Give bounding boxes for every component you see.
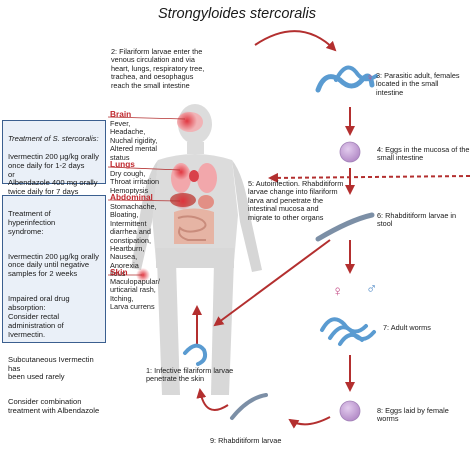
worm-illustrations [183, 65, 378, 420]
egg-laid [339, 400, 361, 422]
organs [136, 111, 217, 282]
abdominal-symptoms: Stomachache, Bloating, Intermittent diar… [110, 202, 157, 279]
heart [189, 170, 199, 182]
brain-symptoms: Fever, Headache, Nuchal rigidity, Altere… [110, 119, 158, 162]
hyper-subcutaneous: Subcutaneous Ivermectin has been used ra… [8, 354, 94, 382]
lungs-symptoms: Dry cough, Throat irritation Hemoptysis [110, 169, 160, 195]
organ-title-skin: Skin [110, 267, 128, 277]
hyper-rectal: Impaired oral drug absorption: Consider … [8, 294, 70, 339]
step-8-label: 8: Eggs laid by female worms [377, 406, 449, 424]
step-7-label: 7: Adult worms [383, 323, 431, 332]
hyper-heading: Treatment of hyperinfection syndrome: [8, 208, 56, 236]
diagram-title: Strongyloides stercoralis [158, 6, 316, 22]
step-5-label: 5: Autoinfection. Rhabditiform larvae ch… [248, 179, 344, 222]
organ-title-lungs: Lungs [110, 159, 135, 169]
filariform-larva-skin [183, 343, 208, 366]
step-1-label: 1: Infective filariform larvae penetrate… [146, 366, 234, 384]
treatment-text: Ivermectin 200 µg/kg orally once daily f… [8, 151, 99, 197]
organ-title-abdominal: Abdominal [110, 192, 153, 202]
hyper-ivermectin: Ivermectin 200 µg/kg orally once daily u… [8, 251, 99, 279]
rhabditiform-larva-stool [315, 212, 375, 242]
female-symbol: ♀ [332, 283, 344, 300]
rhabditiform-larva [230, 393, 268, 420]
treatment-box: Treatment of S. stercoralis: Ivermectin … [2, 120, 106, 196]
step-4-label: 4: Eggs in the mucosa of the small intes… [377, 145, 470, 163]
step-6-label: 6: Rhabditiform larvae in stool [377, 211, 457, 229]
cycle-arrows [192, 30, 471, 429]
organ-title-brain: Brain [110, 109, 132, 119]
adult-worms [320, 317, 368, 334]
right-lung [197, 163, 217, 193]
skin-symptoms: Maculopapular/ urticarial rash, Itching,… [110, 277, 160, 312]
hyperinfection-box: Treatment of hyperinfection syndrome: Iv… [2, 195, 106, 415]
male-symbol: ♂ [366, 280, 378, 297]
step-9-label: 9: Rhabditiform larvae [210, 436, 282, 445]
egg-mucosa [339, 141, 361, 163]
intestines [174, 208, 214, 244]
female-symbol-adult: ♀ [366, 72, 375, 84]
parasitic-adult-worm [315, 73, 375, 93]
hyper-combination: Consider combination treatment with Albe… [8, 397, 100, 416]
step-2-label: 2: Filariform larvae enter the venous ci… [111, 47, 205, 90]
step-3-label: 3: Parasitic adult, females located in t… [376, 71, 460, 97]
treatment-heading: Treatment of S. stercoralis: [8, 133, 99, 143]
skin-spot [136, 268, 150, 282]
stomach [198, 195, 214, 209]
